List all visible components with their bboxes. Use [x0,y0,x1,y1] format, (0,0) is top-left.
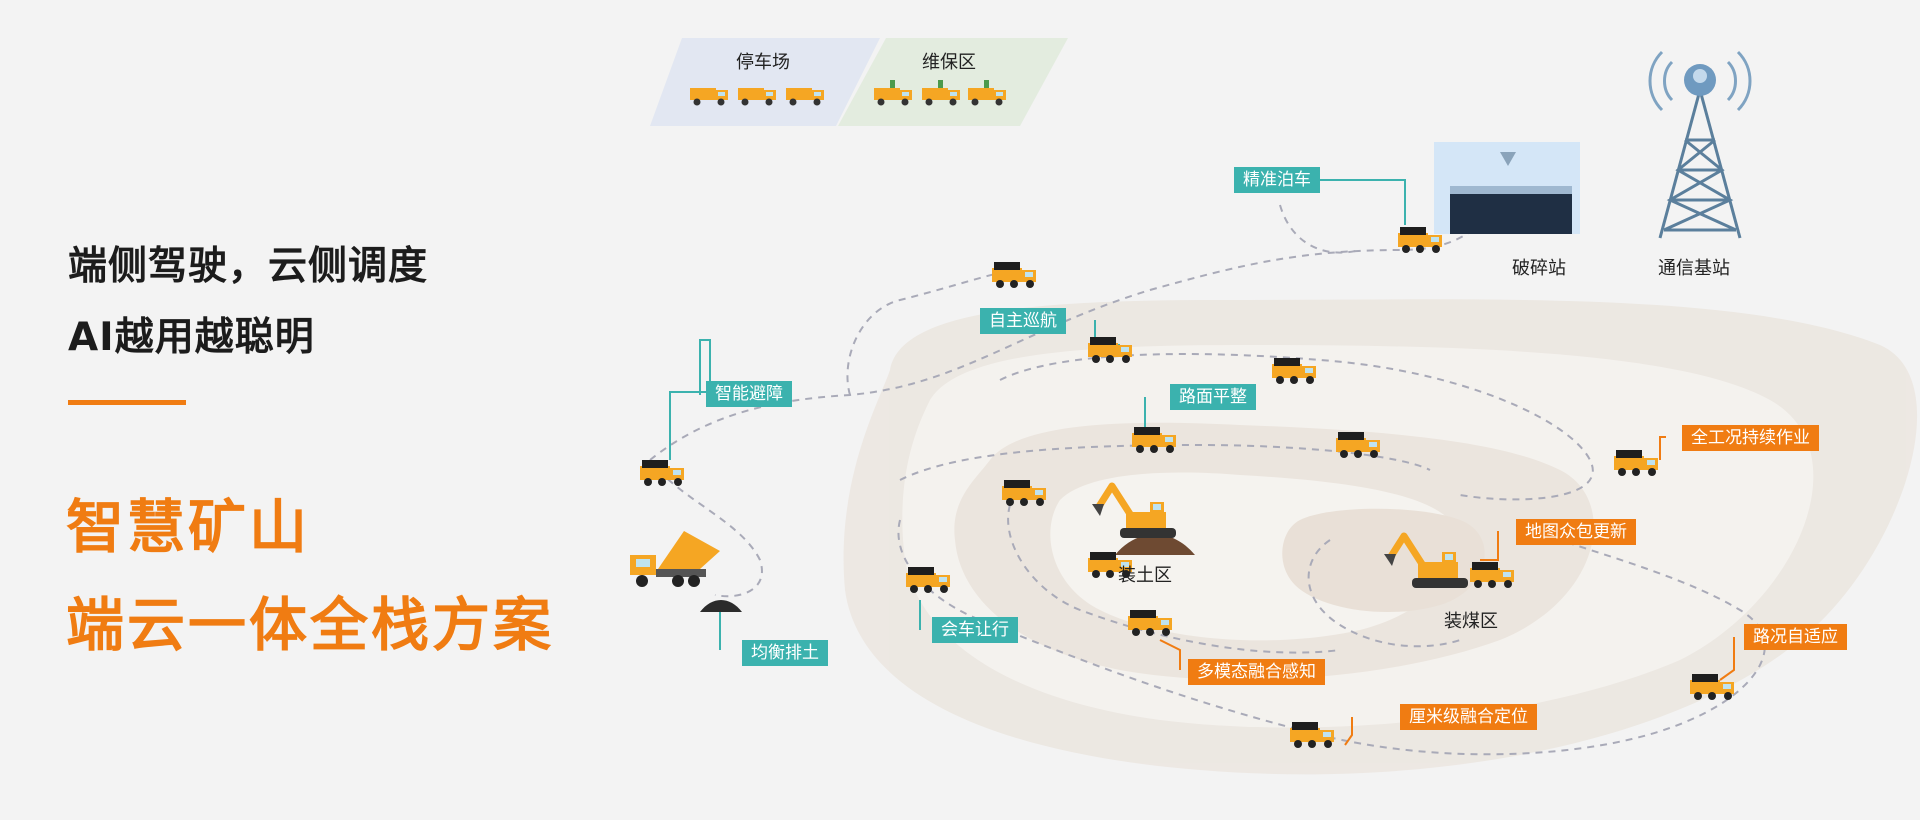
tag-obstacle-avoidance: 智能避障 [706,381,792,407]
headline-line-2: AI越用越聪明 [68,315,315,360]
tag-all-condition: 全工况持续作业 [1682,425,1819,451]
tag-multimodal-perception: 多模态融合感知 [1188,659,1325,685]
orange-divider [68,400,186,405]
tag-road-leveling: 路面平整 [1170,384,1256,410]
tag-meeting-yield: 会车让行 [932,617,1018,643]
brand-title-line-2: 端云一体全栈方案 [66,591,555,659]
headline-line-1: 端侧驾驶，云侧调度 [68,244,429,289]
tower-label: 通信基站 [1658,258,1730,279]
tag-balanced-dumping: 均衡排土 [742,640,828,666]
coal-loading-label: 装煤区 [1444,611,1498,632]
soil-loading-label: 装土区 [1118,565,1172,586]
tag-map-update: 地图众包更新 [1516,519,1636,545]
brand-title-line-1: 智慧矿山 [66,493,311,561]
tag-road-adaptive: 路况自适应 [1744,624,1847,650]
zone-maintenance-label: 维保区 [922,52,976,73]
crusher-station-label: 破碎站 [1512,258,1566,279]
zone-parking-label: 停车场 [736,52,790,73]
tag-precise-parking: 精准泊车 [1234,167,1320,193]
tag-cm-positioning: 厘米级融合定位 [1400,704,1537,730]
tag-autonomous-cruise: 自主巡航 [980,308,1066,334]
